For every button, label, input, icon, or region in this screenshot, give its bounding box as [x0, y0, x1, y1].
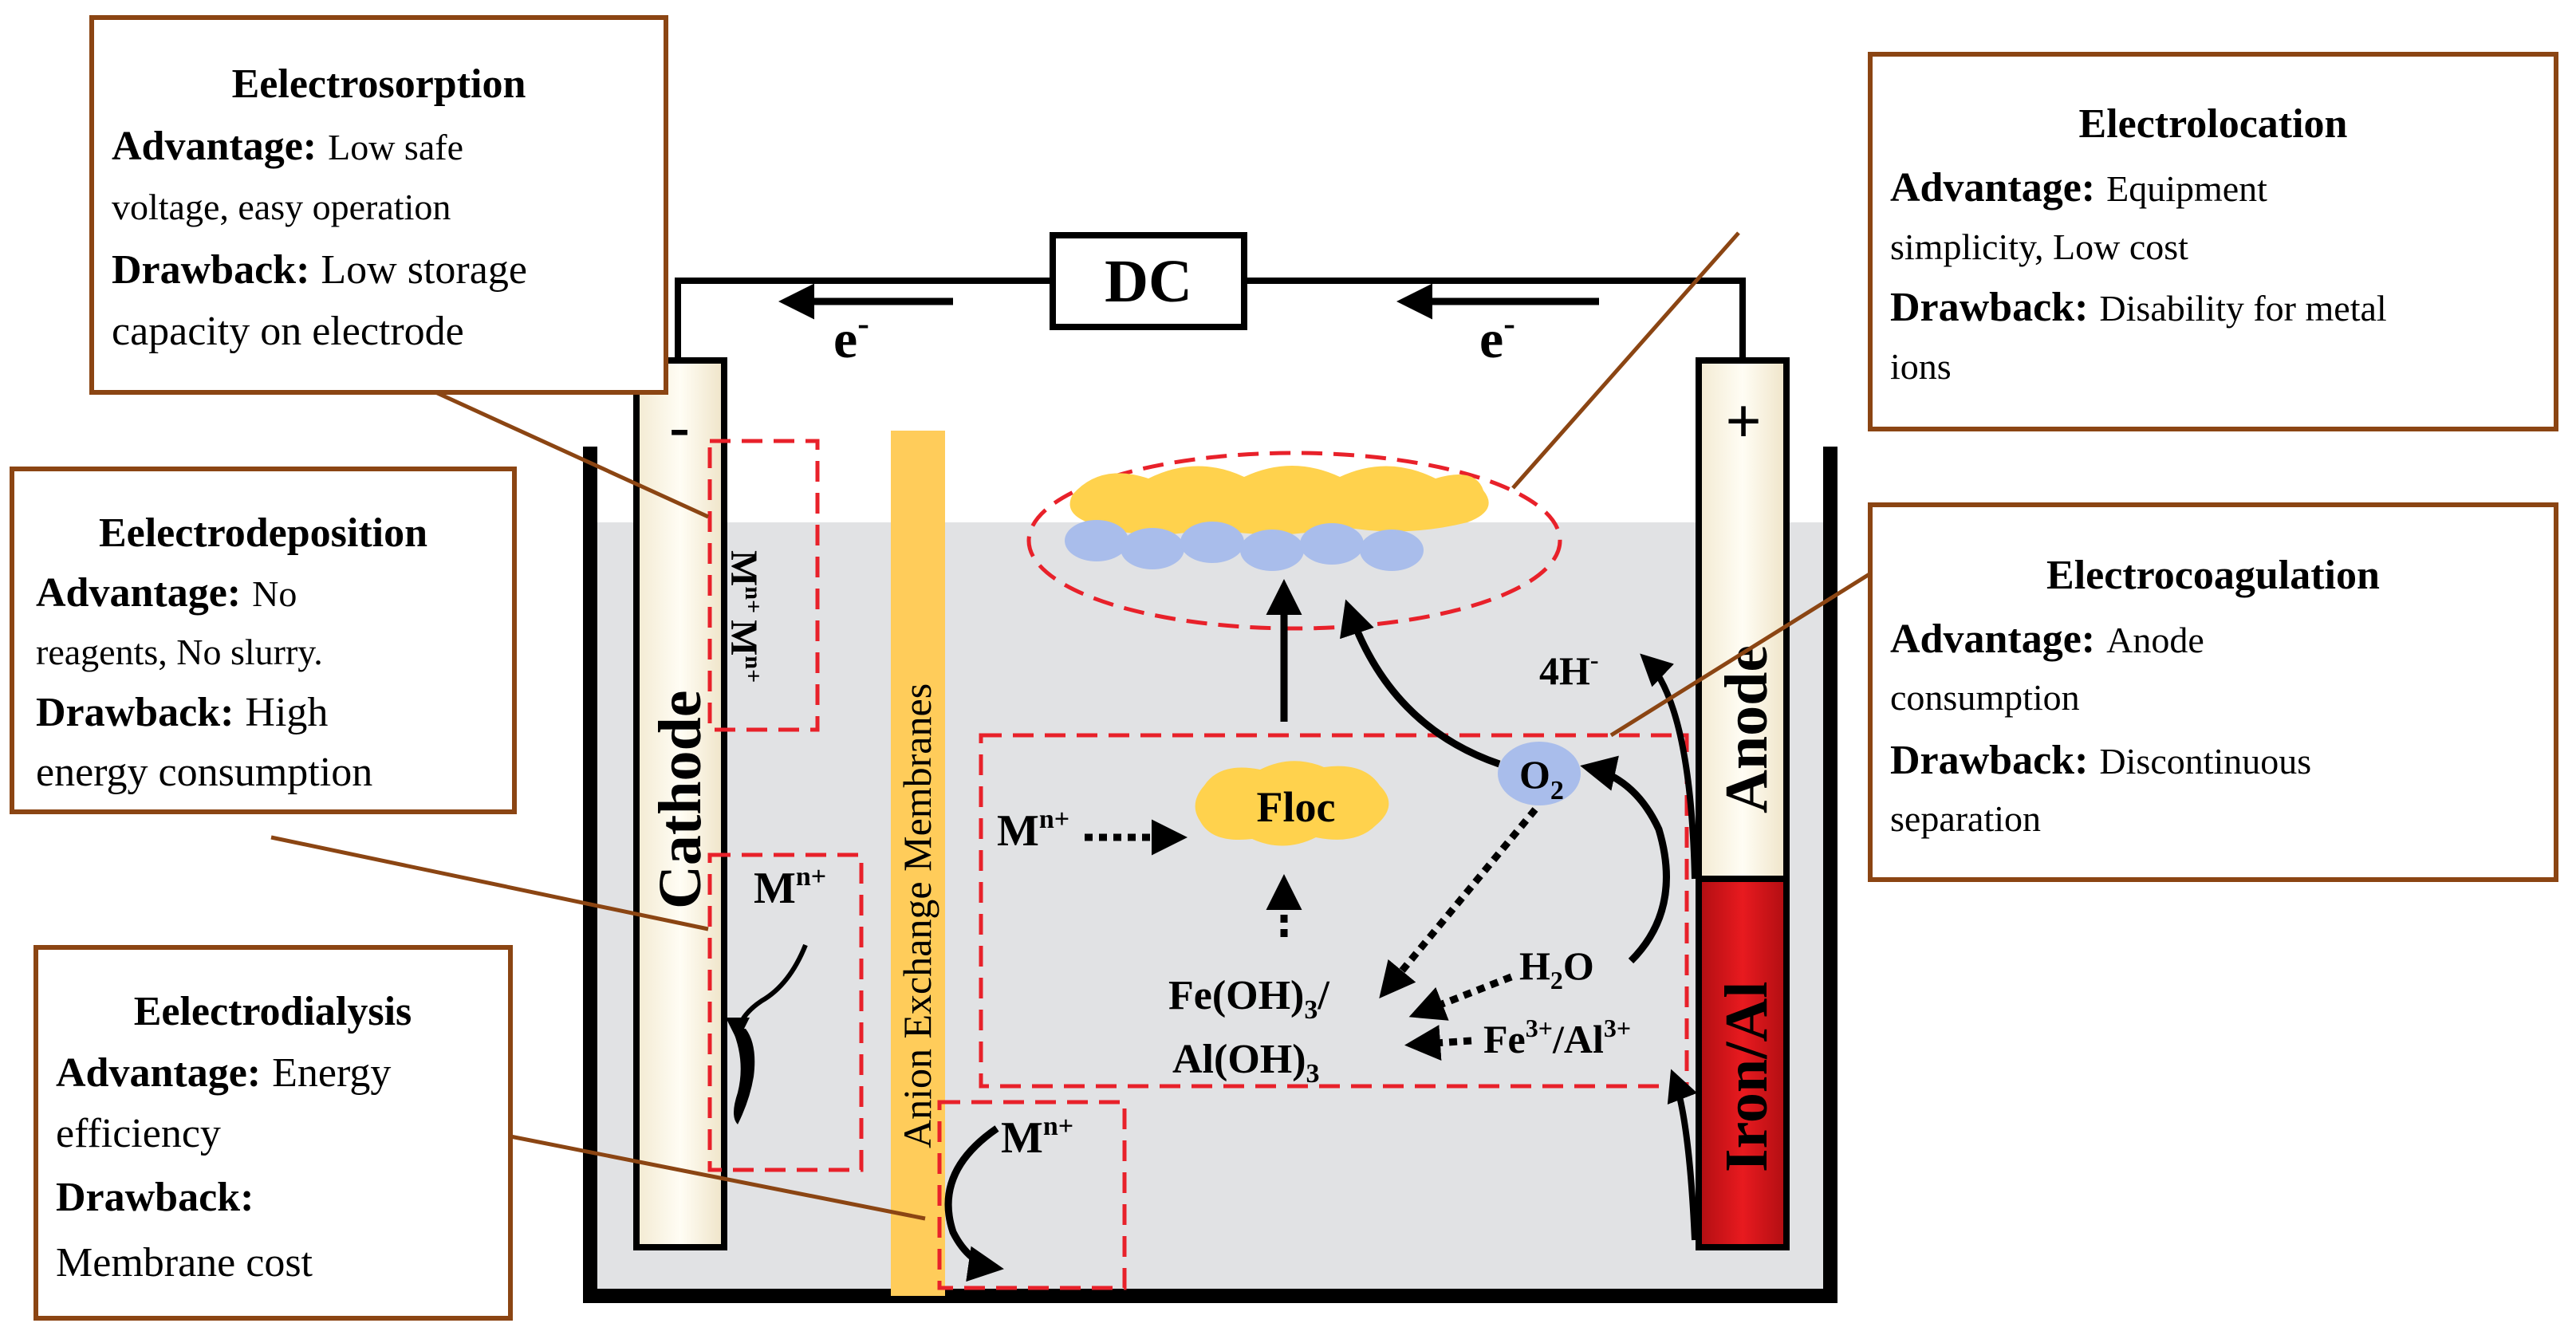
electrolyte [590, 522, 1830, 1292]
svg-text:Drawback:: Drawback: [56, 1175, 254, 1220]
o2-rise-arrow [1340, 599, 1501, 768]
svg-text:Electrolocation: Electrolocation [2079, 101, 2348, 147]
electrosorption-region [707, 439, 820, 732]
circuit-wire [675, 278, 1746, 360]
svg-text:Advantage:No: Advantage:No [36, 570, 297, 616]
feoh-label: Fe(OH)3/ [1168, 973, 1329, 1025]
svg-text:Drawback:Discontinuous: Drawback:Discontinuous [1890, 738, 2311, 783]
gas-bubbles [1065, 520, 1424, 571]
membrane-label: Anion Exchange Membranes [895, 683, 939, 1148]
mn-coagulation: Mn+ [997, 805, 1069, 856]
svg-text:Drawback:Low storage: Drawback:Low storage [112, 247, 527, 293]
info-box-electrosorption: Eelectrosorption Advantage:Low safe volt… [89, 15, 668, 395]
svg-text:energy consumption: energy consumption [36, 750, 372, 795]
svg-text:Drawback:High: Drawback:High [36, 690, 328, 735]
svg-text:capacity on electrode: capacity on electrode [112, 309, 464, 354]
info-box-electrolocation: Electrolocation Advantage:Equipment simp… [1868, 52, 2558, 431]
svg-text:Electrocoagulation: Electrocoagulation [2046, 553, 2380, 598]
anode-label: Anode [1713, 645, 1780, 813]
dc-label: DC [1105, 248, 1192, 315]
electrodeposition-region [707, 853, 864, 1172]
h2o-label: H2O [1519, 943, 1594, 994]
fe-al-ions-label: Fe3+/Al3+ [1483, 1014, 1631, 1061]
deposition-arrow [726, 943, 808, 1042]
o2-bubble [1498, 742, 1581, 805]
electrocoagulation-region [979, 733, 1689, 1089]
svg-text:Advantage:Equipment: Advantage:Equipment [1890, 165, 2267, 211]
svg-text:reagents, No slurry.: reagents, No slurry. [36, 632, 323, 672]
svg-text:Advantage:Anode: Advantage:Anode [1890, 616, 2204, 662]
svg-text:Membrane cost: Membrane cost [56, 1240, 313, 1286]
o2-label: O2 [1519, 752, 1564, 805]
floated-floc-layer [1069, 466, 1489, 535]
info-box-electrodialysis: Eelectrodialysis Advantage:Energy effici… [33, 945, 513, 1321]
svg-text:voltage, easy operation: voltage, easy operation [112, 187, 451, 227]
iron-to-ions-arrow [1667, 1069, 1698, 1241]
iron-al-electrode [1696, 876, 1790, 1250]
svg-text:Eelectrodeposition: Eelectrodeposition [99, 510, 427, 556]
svg-text:consumption: consumption [1890, 677, 2080, 718]
svg-text:simplicity, Low cost: simplicity, Low cost [1890, 226, 2188, 267]
info-box-electrodeposition: Eelectrodeposition Advantage:No reagents… [10, 467, 517, 814]
deposited-metal [732, 1029, 755, 1124]
svg-text:separation: separation [1890, 798, 2041, 839]
cathode-label: Cathode [647, 691, 714, 909]
leader-lines [270, 231, 1884, 1221]
mn-electrodeposition: Mn+ [754, 862, 826, 913]
svg-text:Advantage:Energy: Advantage:Energy [56, 1050, 391, 1096]
dialysis-arrow [944, 1125, 1004, 1282]
mn-electrosorption: Mn+Mn+ [723, 550, 766, 683]
electron-right-label: e- [1479, 304, 1515, 369]
h2o-to-o2-arrow [1580, 755, 1670, 964]
flotation-region [1026, 451, 1562, 631]
info-box-electrocoagulation: Electrocoagulation Advantage:Anode consu… [1868, 502, 2558, 882]
iron-al-label: Iron/Al [1713, 982, 1780, 1172]
dc-source [1050, 232, 1247, 330]
svg-text:ions: ions [1890, 346, 1952, 387]
membrane [891, 431, 945, 1296]
svg-text:Eelectrosorption: Eelectrosorption [232, 61, 526, 107]
svg-text:Drawback:Disability for metal: Drawback:Disability for metal [1890, 285, 2387, 330]
aloh-label: Al(OH)3 [1172, 1037, 1320, 1089]
svg-text:efficiency: efficiency [56, 1111, 221, 1156]
mn-electrodialysis: Mn+ [1001, 1112, 1073, 1163]
h-ion-arrow [1640, 653, 1698, 880]
floc-particle [1195, 761, 1389, 846]
cathode-sign: - [669, 393, 689, 460]
svg-text:Eelectrodialysis: Eelectrodialysis [134, 989, 412, 1034]
svg-text:Advantage:Low safe: Advantage:Low safe [112, 124, 463, 169]
electron-left-label: e- [833, 304, 869, 369]
anode-electrode [1696, 357, 1790, 882]
electrodialysis-region [937, 1100, 1127, 1290]
tank-wall [583, 447, 1837, 1303]
dotted-arrows [1085, 807, 1538, 1061]
anode-sign: + [1725, 387, 1762, 457]
floc-label: Floc [1257, 783, 1336, 831]
h-ion-label: 4H- [1539, 645, 1599, 693]
